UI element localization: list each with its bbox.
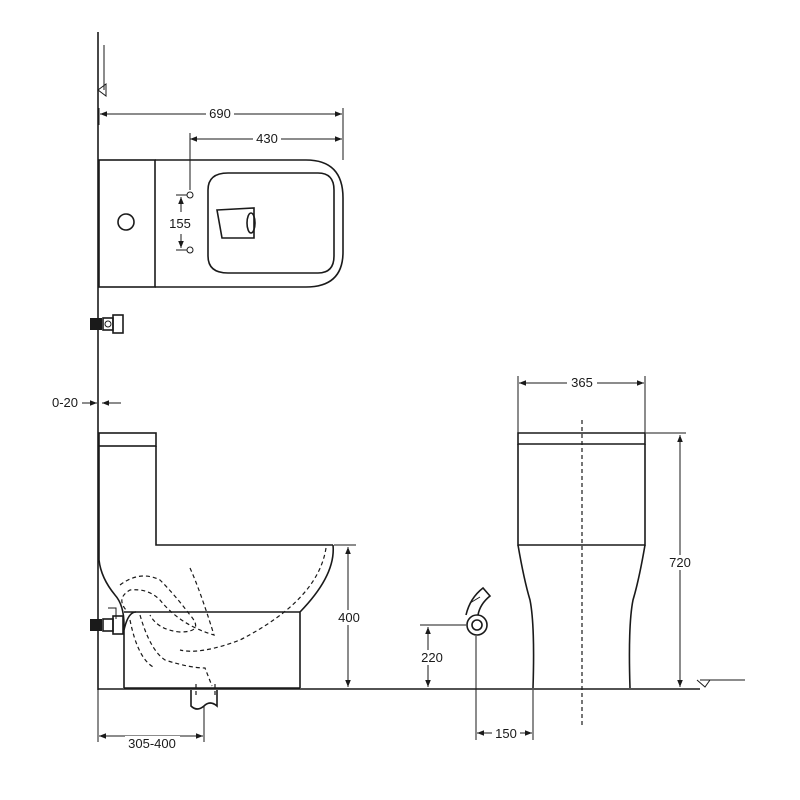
top-seat-opening bbox=[207, 172, 335, 274]
dim-label-690: 690 bbox=[209, 106, 231, 121]
dim-seat-height: 400 bbox=[334, 544, 362, 687]
side-view bbox=[90, 432, 334, 710]
bolt-hole-icon bbox=[186, 191, 194, 199]
dim-label-220: 220 bbox=[421, 650, 443, 665]
top-bowl-outline bbox=[155, 159, 344, 288]
dim-label-305-400: 305-400 bbox=[128, 736, 176, 751]
top-tank-outline bbox=[98, 159, 156, 288]
bolt-hole-icon bbox=[186, 246, 194, 254]
side-bowl-front bbox=[299, 544, 334, 688]
front-tank-body bbox=[517, 444, 646, 546]
front-pedestal-left bbox=[517, 544, 535, 689]
dim-label-0-20: 0-20 bbox=[52, 395, 78, 410]
side-tank-body bbox=[155, 446, 333, 546]
dim-overall-height: 720 bbox=[646, 432, 694, 687]
dim-bolt-spacing: 155 bbox=[169, 194, 191, 251]
side-valve-icon bbox=[90, 619, 102, 631]
wall-valve-icon bbox=[90, 314, 124, 334]
dim-wall-gap: 0-20 bbox=[52, 395, 121, 410]
dim-inlet-offset: 150 bbox=[475, 636, 534, 741]
dim-label-155: 155 bbox=[169, 216, 191, 231]
flush-button-icon bbox=[117, 213, 135, 231]
dim-label-150: 150 bbox=[495, 726, 517, 741]
side-trapway-dashed bbox=[121, 567, 215, 636]
dim-label-365: 365 bbox=[571, 375, 593, 390]
dim-label-430: 430 bbox=[256, 131, 278, 146]
top-view bbox=[98, 159, 344, 288]
top-trapway bbox=[216, 207, 255, 239]
dim-label-720: 720 bbox=[669, 555, 691, 570]
dim-rough-in: 305-400 bbox=[97, 690, 205, 752]
side-inner-bowl-dashed bbox=[179, 547, 327, 652]
dim-inlet-height: 220 bbox=[418, 624, 466, 687]
wall-line bbox=[97, 32, 107, 690]
side-back-outline bbox=[98, 446, 125, 688]
dim-label-400: 400 bbox=[338, 610, 360, 625]
front-pedestal-right bbox=[628, 544, 646, 689]
dim-top-overall: 690 bbox=[98, 106, 344, 160]
side-tank-lid bbox=[98, 432, 157, 447]
water-inlet-icon bbox=[465, 586, 492, 636]
dim-top-front: 430 bbox=[189, 131, 342, 190]
front-view bbox=[517, 420, 745, 725]
dim-front-width: 365 bbox=[517, 375, 646, 433]
